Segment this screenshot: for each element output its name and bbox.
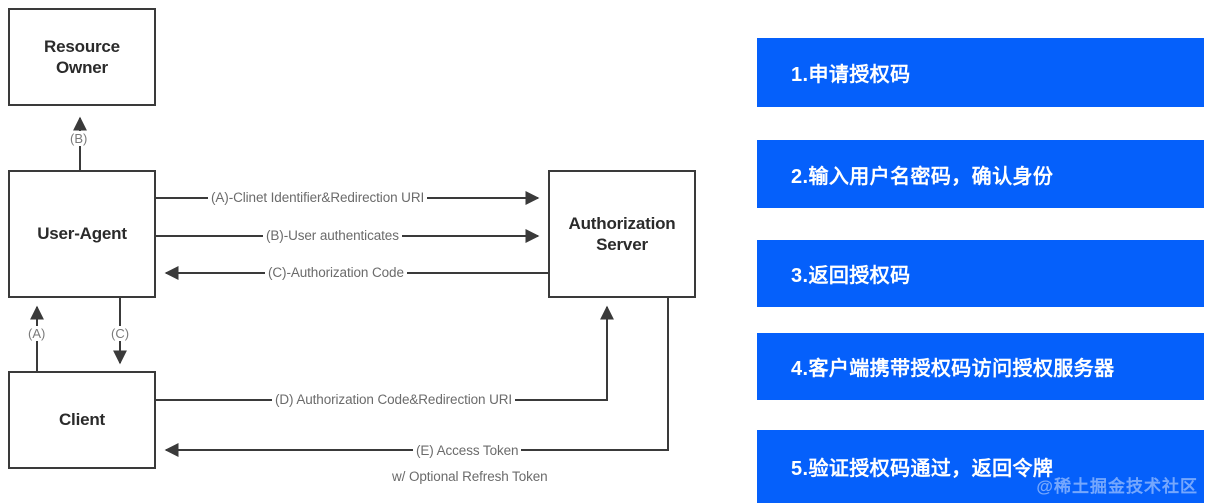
- step-item-1: 1.申请授权码: [757, 38, 1204, 107]
- edge-label-d-authorization-code-redirection-uri: (D) Authorization Code&Redirection URI: [272, 392, 516, 407]
- step-marker-c-client: (C): [109, 326, 132, 341]
- node-client-label: Client: [58, 410, 106, 430]
- step-marker-b-resourceowner: (B): [68, 131, 90, 146]
- edge-label-a-client-identifier: (A)-Clinet Identifier&Redirection URI: [208, 190, 428, 205]
- edge-label-c-authorization-code: (C)-Authorization Code: [265, 265, 407, 280]
- edge-label-b-user-authenticates: (B)-User authenticates: [263, 228, 402, 243]
- step-item-2: 2.输入用户名密码，确认身份: [757, 140, 1204, 208]
- step-item-5: 5.验证授权码通过，返回令牌 @稀土掘金技术社区: [757, 430, 1204, 503]
- step-item-3-label: 3.返回授权码: [791, 265, 911, 287]
- edge-label-e-access-token-subtext: w/ Optional Refresh Token: [389, 469, 551, 484]
- step-item-1-label: 1.申请授权码: [791, 64, 911, 86]
- watermark: @稀土掘金技术社区: [1036, 477, 1198, 496]
- step-item-3: 3.返回授权码: [757, 240, 1204, 307]
- step-item-4-label: 4.客户端携带授权码访问授权服务器: [791, 358, 1115, 380]
- connector-e-authserver-to-client: [164, 298, 669, 457]
- steps-panel: 1.申请授权码 2.输入用户名密码，确认身份 3.返回授权码 4.客户端携带授权…: [757, 0, 1211, 503]
- edge-label-e-access-token: (E) Access Token: [413, 443, 522, 458]
- step-item-2-label: 2.输入用户名密码，确认身份: [791, 165, 1054, 188]
- step-item-4: 4.客户端携带授权码访问授权服务器: [757, 333, 1204, 400]
- node-user-agent-label: User-Agent: [37, 224, 127, 244]
- node-user-agent: User-Agent: [8, 170, 156, 298]
- node-client: Client: [8, 371, 156, 469]
- step-marker-a-client: (A): [26, 326, 48, 341]
- connector-d-client-to-authserver: [156, 305, 614, 401]
- step-item-5-label: 5.验证授权码通过，返回令牌: [791, 458, 1054, 480]
